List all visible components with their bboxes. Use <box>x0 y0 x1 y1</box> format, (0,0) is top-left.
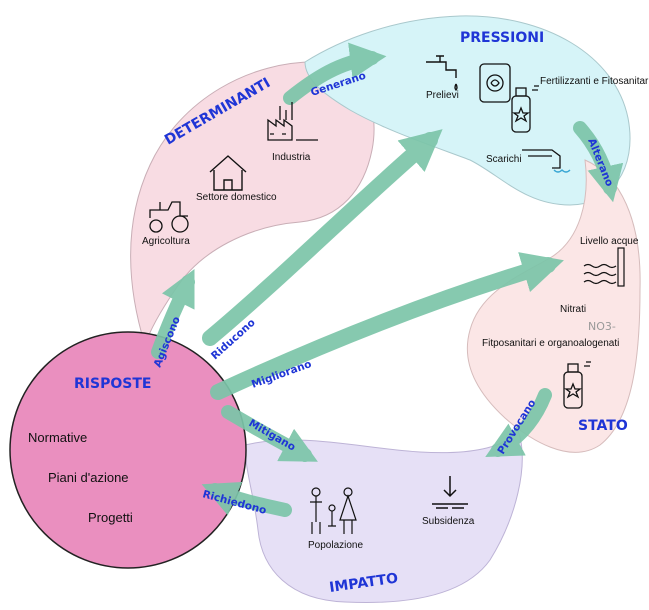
nitrati-label: Nitrati <box>560 304 586 315</box>
spray-can-icon <box>511 85 539 133</box>
factory-icon <box>267 102 318 141</box>
arrow-alterano <box>573 121 624 203</box>
progetti-label: Progetti <box>88 510 133 525</box>
agricoltura-label: Agricoltura <box>142 236 190 247</box>
tractor-icon <box>149 201 189 233</box>
piani-azione-label: Piani d'azione <box>48 470 129 485</box>
subsidence-icon <box>432 476 468 509</box>
risposte-title: RISPOSTE <box>74 376 151 392</box>
arrow-generano <box>283 42 387 105</box>
risposte-circle <box>9 331 247 569</box>
settore-domestico-label: Settore domestico <box>196 192 277 203</box>
popolazione-label: Popolazione <box>308 540 363 551</box>
faucet-icon <box>426 55 458 91</box>
arrow-richiedono <box>201 482 292 517</box>
arrow-migliorano <box>210 252 564 400</box>
arrow-provocano <box>485 388 552 457</box>
subsidenza-label: Subsidenza <box>422 516 475 527</box>
prelievi-label: Prelievi <box>426 90 459 101</box>
fitosanitari-label: Fitposanitari e organoalogenati <box>482 338 619 349</box>
arrow-riducono <box>202 129 443 346</box>
stato-title: STATO <box>578 418 628 434</box>
family-icon <box>310 487 357 534</box>
nitrate-formula: NO3- <box>588 320 616 333</box>
arrow-mitigano <box>221 405 318 462</box>
water-level-icon <box>583 247 625 287</box>
spray-can-icon <box>563 361 591 409</box>
fertilizer-bag-icon <box>479 63 511 103</box>
scarichi-label: Scarichi <box>486 154 522 165</box>
drain-pipe-icon <box>522 149 571 173</box>
normative-label: Normative <box>28 430 87 445</box>
livello-acque-label: Livello acque <box>580 236 639 247</box>
impatto-area <box>244 428 523 603</box>
house-icon <box>209 155 247 191</box>
pressioni-title: PRESSIONI <box>460 30 544 46</box>
fertilizzanti-label: Fertilizzanti e Fitosanitari <box>540 76 649 87</box>
arrow-agiscono <box>151 268 195 359</box>
industria-label: Industria <box>272 152 311 163</box>
